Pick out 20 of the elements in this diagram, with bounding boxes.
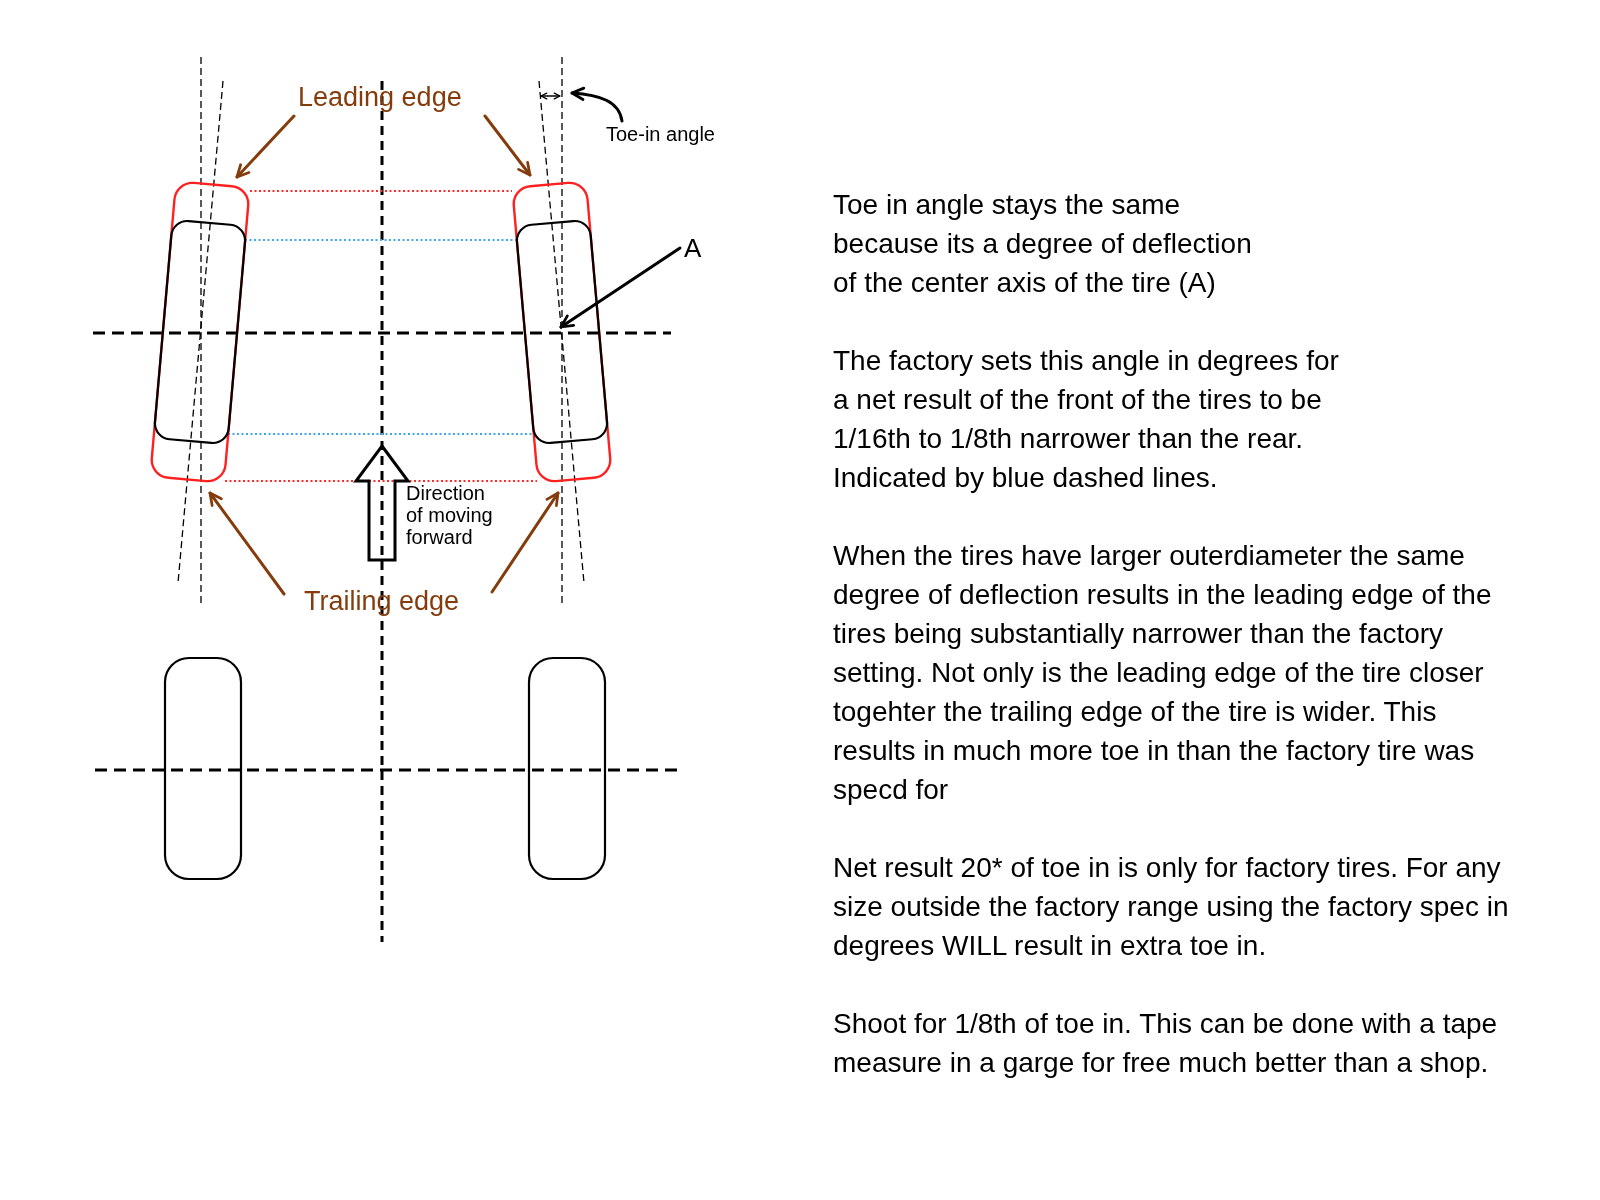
front-tire [149,180,251,484]
callout-label: Leading edge [298,82,462,114]
front-tire [511,180,613,484]
leader-arrow [490,491,560,594]
paragraph: Toe in angle stays the same because its a degree of deflection of the center axis of the tire (A) [833,188,1253,300]
callout-letter: A [684,234,702,264]
leader-arrow [559,246,682,329]
rear-tire [163,656,243,881]
leader-arrow [483,114,532,177]
paragraph: When the tires have larger outerdiameter the same degree of deflection results in the leading edge of the tires being substantially narrower than the factory setting. Not only is the leading edge of the tire closer togehter the trailing edge of the tire is wider. This results in much more toe in than the factory tire was specd for [833,539,1493,807]
rear-tire [527,656,607,881]
paragraph: The factory sets this angle in degrees for a net result of the front of the tires to be 1/16th to 1/8th narrower than the rear. Indicated by blue dashed lines. [833,344,1340,495]
leader-arrow [235,114,296,179]
annotation-text: Direction of moving forward [406,482,494,548]
callout-label: Toe-in angle [606,123,715,146]
leader-arrow [570,86,624,123]
paragraph: Shoot for 1/8th of toe in. This can be done with a tape measure in a garge for free much better than a shop. [833,1007,1499,1080]
callout-label: Trailing edge [304,586,460,618]
paragraph: Net result 20* of toe in is only for factory tires. For any size outside the factory range using the factory spec in degrees WILL result in extra toe in. [833,851,1510,963]
leader-arrow [208,491,286,596]
